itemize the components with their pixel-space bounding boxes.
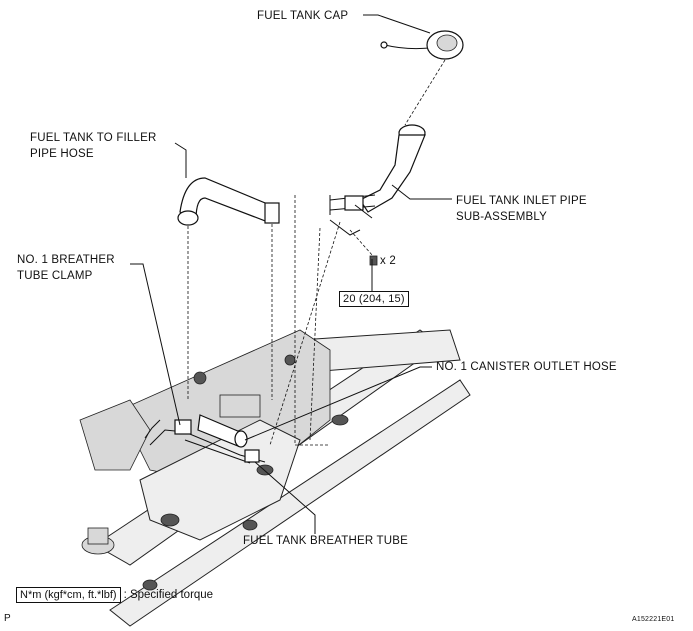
fuel-tank-inlet-pipe (329, 124, 426, 236)
vehicle-chassis-illustration (79, 329, 471, 627)
bolt (369, 255, 378, 266)
torque-legend: N*m (kgf*cm, ft.*lbf) : Specified torque (16, 587, 213, 603)
corner-mark: P (4, 613, 11, 624)
breather-tube-clamp (174, 419, 260, 463)
assembly-lines (187, 59, 446, 446)
filler-pipe-hose (177, 177, 280, 226)
label-canister-outlet-hose: NO. 1 CANISTER OUTLET HOSE (436, 361, 617, 373)
legend-description: : Specified torque (123, 589, 214, 601)
legend-unit-box: N*m (kgf*cm, ft.*lbf) (16, 587, 121, 603)
figure-id: A152221E01 (632, 616, 675, 623)
canister-outlet-hose (197, 414, 248, 448)
label-inlet-pipe-line2: SUB-ASSEMBLY (456, 211, 548, 223)
label-breather-tube: FUEL TANK BREATHER TUBE (243, 535, 408, 547)
label-filler-pipe-hose-line1: FUEL TANK TO FILLER (30, 132, 157, 144)
label-bolt-count: x 2 (380, 255, 396, 267)
fuel-tank-cap (380, 30, 464, 60)
label-breather-clamp-line1: NO. 1 BREATHER (17, 254, 115, 266)
label-fuel-tank-cap: FUEL TANK CAP (257, 10, 349, 22)
leader-lines (130, 14, 452, 534)
torque-value-box: 20 (204, 15) (339, 291, 409, 307)
label-inlet-pipe-line1: FUEL TANK INLET PIPE (456, 195, 587, 207)
label-filler-pipe-hose-line2: PIPE HOSE (30, 148, 94, 160)
label-breather-clamp-line2: TUBE CLAMP (17, 270, 93, 282)
